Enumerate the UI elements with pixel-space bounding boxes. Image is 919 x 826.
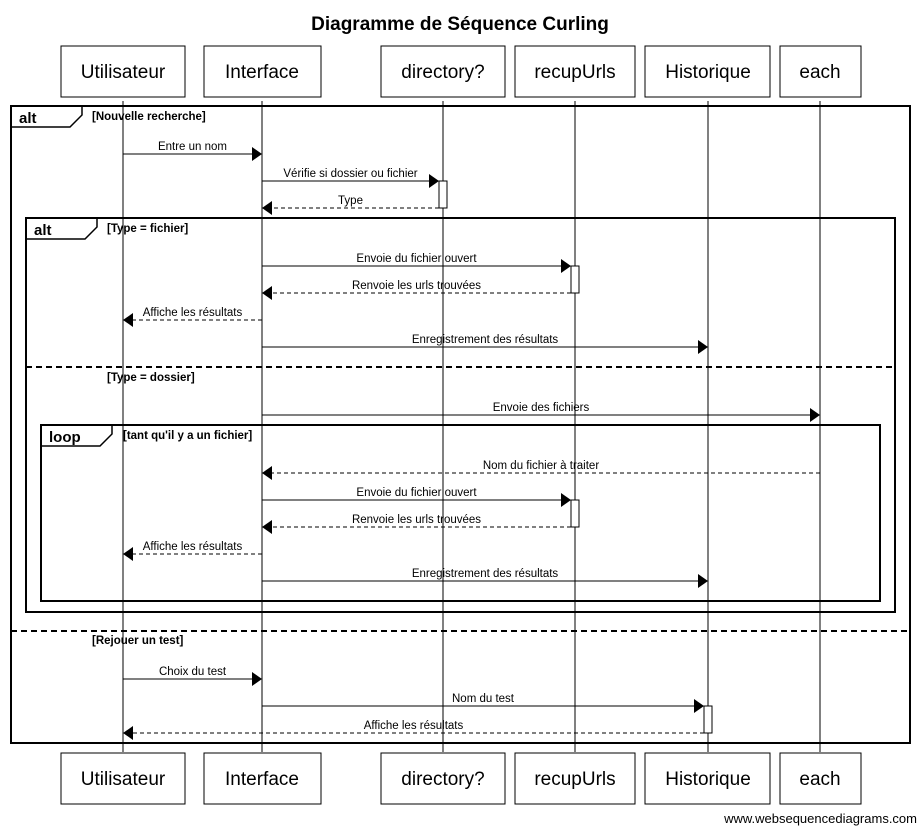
message-label: Nom du fichier à traiter — [483, 460, 599, 472]
message-label: Affiche les résultats — [143, 307, 243, 319]
frame-alt-outer-else-condition: [Rejouer un test] — [92, 635, 184, 647]
message-label: Type — [338, 195, 363, 207]
arrowhead-icon — [262, 201, 272, 215]
participant-label: Historique — [665, 769, 751, 790]
message-label: Envoie du fichier ouvert — [356, 487, 477, 499]
arrowhead-icon — [429, 174, 439, 188]
message-label: Renvoie les urls trouvées — [352, 280, 481, 292]
frame-alt-inner-label: alt — [34, 222, 52, 239]
activations — [438, 180, 713, 734]
participant-interface-bottom: Interface — [203, 752, 322, 805]
participant-label: Historique — [665, 62, 751, 83]
message-arrow: Envoie du fichier ouvert — [262, 253, 571, 273]
participant-recupurls-top: recupUrls — [514, 45, 636, 98]
message-label: Renvoie les urls trouvées — [352, 514, 481, 526]
message-label: Entre un nom — [158, 141, 227, 153]
arrowhead-icon — [694, 699, 704, 713]
message-label: Choix du test — [159, 666, 227, 678]
arrowhead-icon — [123, 313, 133, 327]
participant-label: recupUrls — [534, 769, 615, 790]
participant-each-bottom: each — [779, 752, 862, 805]
arrowhead-icon — [262, 466, 272, 480]
message-arrow: Envoie du fichier ouvert — [262, 487, 571, 507]
frame-alt-inner: alt [Type = fichier] [Type = dossier] — [25, 217, 896, 613]
message-arrow: Nom du fichier à traiter — [262, 460, 820, 480]
diagram-title: Diagramme de Séquence Curling — [311, 14, 609, 35]
arrowhead-icon — [561, 259, 571, 273]
participant-label: each — [799, 62, 840, 83]
message-label: Envoie des fichiers — [493, 402, 590, 414]
arrowhead-icon — [262, 520, 272, 534]
participant-directory-bottom: directory? — [380, 752, 506, 805]
participants-bottom: Utilisateur Interface directory? recupUr… — [60, 752, 862, 805]
arrowhead-icon — [123, 547, 133, 561]
participant-label: directory? — [401, 62, 484, 83]
participants-top: Utilisateur Interface directory? recupUr… — [60, 45, 862, 98]
frame-loop-condition: [tant qu'il y a un fichier] — [123, 430, 252, 442]
arrowhead-icon — [698, 340, 708, 354]
message-arrow: Affiche les résultats — [123, 307, 262, 327]
participant-interface-top: Interface — [203, 45, 322, 98]
arrowhead-icon — [810, 408, 820, 422]
participant-label: Utilisateur — [81, 62, 166, 83]
frame-loop: loop [tant qu'il y a un fichier] — [40, 424, 881, 602]
arrowhead-icon — [561, 493, 571, 507]
message-arrow: Affiche les résultats — [123, 541, 262, 561]
message-arrow: Renvoie les urls trouvées — [262, 514, 571, 534]
message-label: Envoie du fichier ouvert — [356, 253, 477, 265]
participant-utilisateur-top: Utilisateur — [60, 45, 186, 98]
participant-each-top: each — [779, 45, 862, 98]
participant-label: recupUrls — [534, 62, 615, 83]
arrowhead-icon — [123, 726, 133, 740]
activation-recupurls-2 — [570, 499, 580, 528]
frame-alt-inner-condition: [Type = fichier] — [107, 223, 188, 235]
activation-directory — [438, 180, 448, 209]
participant-recupurls-bottom: recupUrls — [514, 752, 636, 805]
message-arrow: Envoie des fichiers — [262, 402, 820, 422]
participant-label: Interface — [225, 62, 299, 83]
footer-credit: www.websequencediagrams.com — [723, 811, 917, 826]
participant-label: Utilisateur — [81, 769, 166, 790]
message-arrow: Type — [262, 195, 439, 215]
participant-label: each — [799, 769, 840, 790]
frame-alt-outer-label: alt — [19, 110, 37, 127]
message-label: Nom du test — [452, 693, 515, 705]
message-arrow: Choix du test — [123, 666, 262, 686]
participant-directory-top: directory? — [380, 45, 506, 98]
activation-recupurls-1 — [570, 265, 580, 294]
arrowhead-icon — [698, 574, 708, 588]
arrowhead-icon — [262, 286, 272, 300]
frame-alt-outer: alt [Nouvelle recherche] [Rejouer un tes… — [10, 105, 911, 744]
message-arrow: Vérifie si dossier ou fichier — [262, 168, 439, 188]
participant-historique-bottom: Historique — [644, 752, 771, 805]
participant-label: directory? — [401, 769, 484, 790]
message-arrow: Nom du test — [262, 693, 704, 713]
arrowhead-icon — [252, 147, 262, 161]
message-arrow: Entre un nom — [123, 141, 262, 161]
frame-alt-outer-condition: [Nouvelle recherche] — [92, 111, 206, 123]
lifelines — [122, 101, 821, 752]
frame-loop-label: loop — [49, 429, 81, 446]
participant-utilisateur-bottom: Utilisateur — [60, 752, 186, 805]
participant-label: Interface — [225, 769, 299, 790]
frame-alt-inner-else-condition: [Type = dossier] — [107, 372, 195, 384]
participant-historique-top: Historique — [644, 45, 771, 98]
arrowhead-icon — [252, 672, 262, 686]
message-arrow: Affiche les résultats — [123, 720, 704, 740]
message-arrow: Renvoie les urls trouvées — [262, 280, 571, 300]
message-arrow: Enregistrement des résultats — [262, 568, 708, 588]
message-label: Affiche les résultats — [364, 720, 464, 732]
message-label: Enregistrement des résultats — [412, 334, 559, 346]
message-label: Enregistrement des résultats — [412, 568, 559, 580]
message-label: Vérifie si dossier ou fichier — [283, 168, 417, 180]
message-arrow: Enregistrement des résultats — [262, 334, 708, 354]
message-label: Affiche les résultats — [143, 541, 243, 553]
activation-historique — [703, 705, 713, 734]
